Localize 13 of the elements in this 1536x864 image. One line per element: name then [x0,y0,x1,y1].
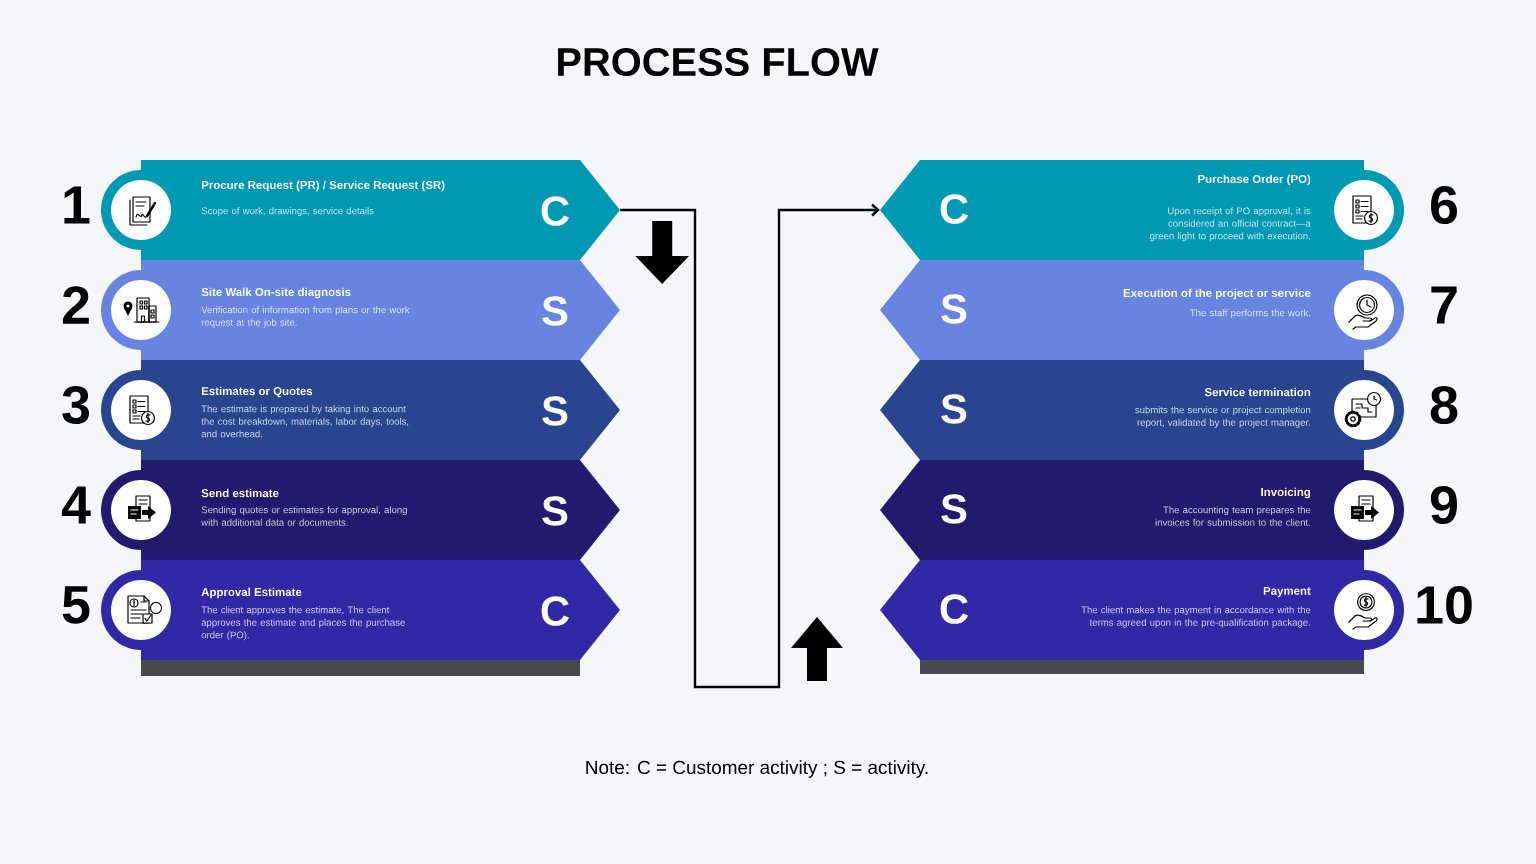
step-number: 6 [1431,185,1458,225]
title: PROCESS FLOW [558,47,879,77]
connector-arrow [620,203,880,689]
step-number: 4 [61,486,91,524]
step-number: 2 [62,286,89,324]
step-number: 8 [1430,385,1458,425]
step-number: 7 [1431,286,1457,324]
step-number: 5 [62,586,90,624]
step-number: 9 [1430,485,1457,525]
note: Note: C = Customer activity ; S = activity. [586,760,928,778]
step-number: 3 [62,385,89,425]
step-number: 1 [64,186,90,224]
step-number: 10 [1417,585,1472,625]
